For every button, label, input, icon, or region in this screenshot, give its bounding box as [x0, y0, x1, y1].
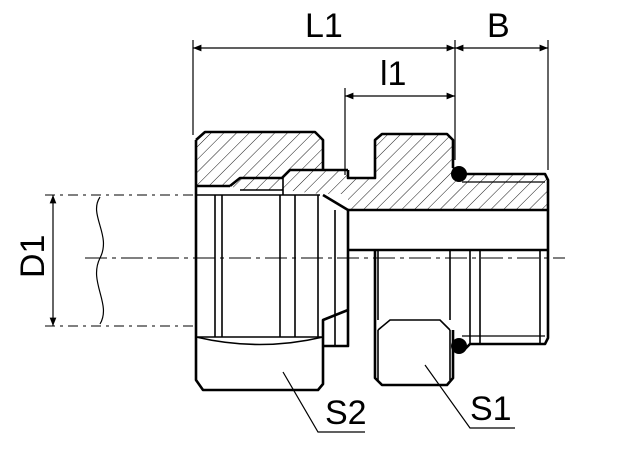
body-hex-top: [346, 132, 455, 180]
label-D1: D1: [14, 235, 52, 278]
o-ring-top: [451, 166, 467, 182]
leader-S1: [424, 364, 515, 429]
nut-left-outline: [194, 140, 325, 392]
label-B: B: [487, 7, 510, 45]
section-hatching: [196, 132, 548, 210]
leader-lines: [282, 364, 515, 433]
nut-top-outline: [195, 130, 325, 170]
nut-hex-arc: [195, 336, 324, 346]
fitting-outline: [194, 130, 550, 392]
o-ring-bottom: [451, 338, 467, 354]
label-S2: S2: [325, 394, 367, 432]
break-wave: [95, 196, 105, 325]
label-L1: L1: [305, 7, 343, 45]
body-neck-bottom: [323, 310, 350, 348]
cone-outline: [229, 168, 348, 188]
label-S1: S1: [470, 390, 512, 428]
body-hex-bottom: [373, 250, 455, 387]
dimension-lines: [45, 40, 549, 327]
label-l1: l1: [380, 55, 406, 93]
leader-S2: [282, 371, 365, 433]
body-hex-face-top: [377, 319, 451, 331]
